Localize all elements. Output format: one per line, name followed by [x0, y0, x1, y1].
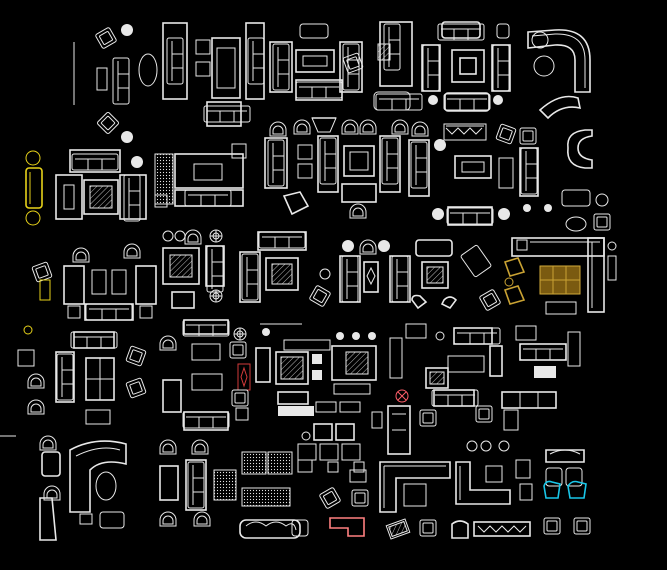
living-set-9 [317, 135, 401, 219]
living-set-20 [331, 332, 377, 395]
living-set-25 [297, 423, 369, 537]
gold-seating-group [503, 257, 581, 305]
yellow-armchair [23, 261, 53, 335]
sofa-set-1 [94, 24, 158, 143]
living-set-21 [389, 323, 503, 403]
living-set-6 [55, 149, 147, 222]
yellow-sofa-group [25, 150, 43, 226]
living-set-19 [255, 328, 361, 416]
living-set-27 [419, 389, 557, 431]
l-sectional-b [455, 440, 533, 537]
living-set-10 [408, 139, 539, 226]
living-set-11 [523, 189, 611, 232]
sofa-c-shape [567, 129, 593, 169]
living-set-8 [264, 137, 313, 216]
living-set-28 [543, 449, 591, 535]
living-set-13 [162, 229, 225, 309]
living-set-14 [239, 231, 332, 308]
living-set-18 [159, 319, 251, 431]
living-set-15 [339, 239, 411, 303]
l-sectional-a [379, 461, 469, 539]
living-set-12 [63, 243, 157, 321]
living-set-24 [239, 451, 313, 539]
hatched-bench [443, 123, 537, 145]
row2-chairs-strip [269, 117, 429, 137]
tilted-chair [460, 244, 502, 312]
sofa-set-2 [162, 22, 265, 127]
sofa-set-5 [421, 21, 511, 112]
living-set-22 [515, 325, 581, 378]
sofa-set-3 [269, 23, 364, 101]
living-set-17 [17, 331, 147, 425]
curved-sectional [39, 435, 127, 541]
sectional-l-large [511, 237, 617, 315]
sofa-set-4 [373, 21, 423, 111]
living-set-7 [154, 143, 247, 208]
living-set-16 [411, 239, 458, 310]
sectional-round-1 [527, 29, 591, 120]
living-set-26 [371, 405, 411, 540]
living-set-23 [159, 439, 237, 527]
